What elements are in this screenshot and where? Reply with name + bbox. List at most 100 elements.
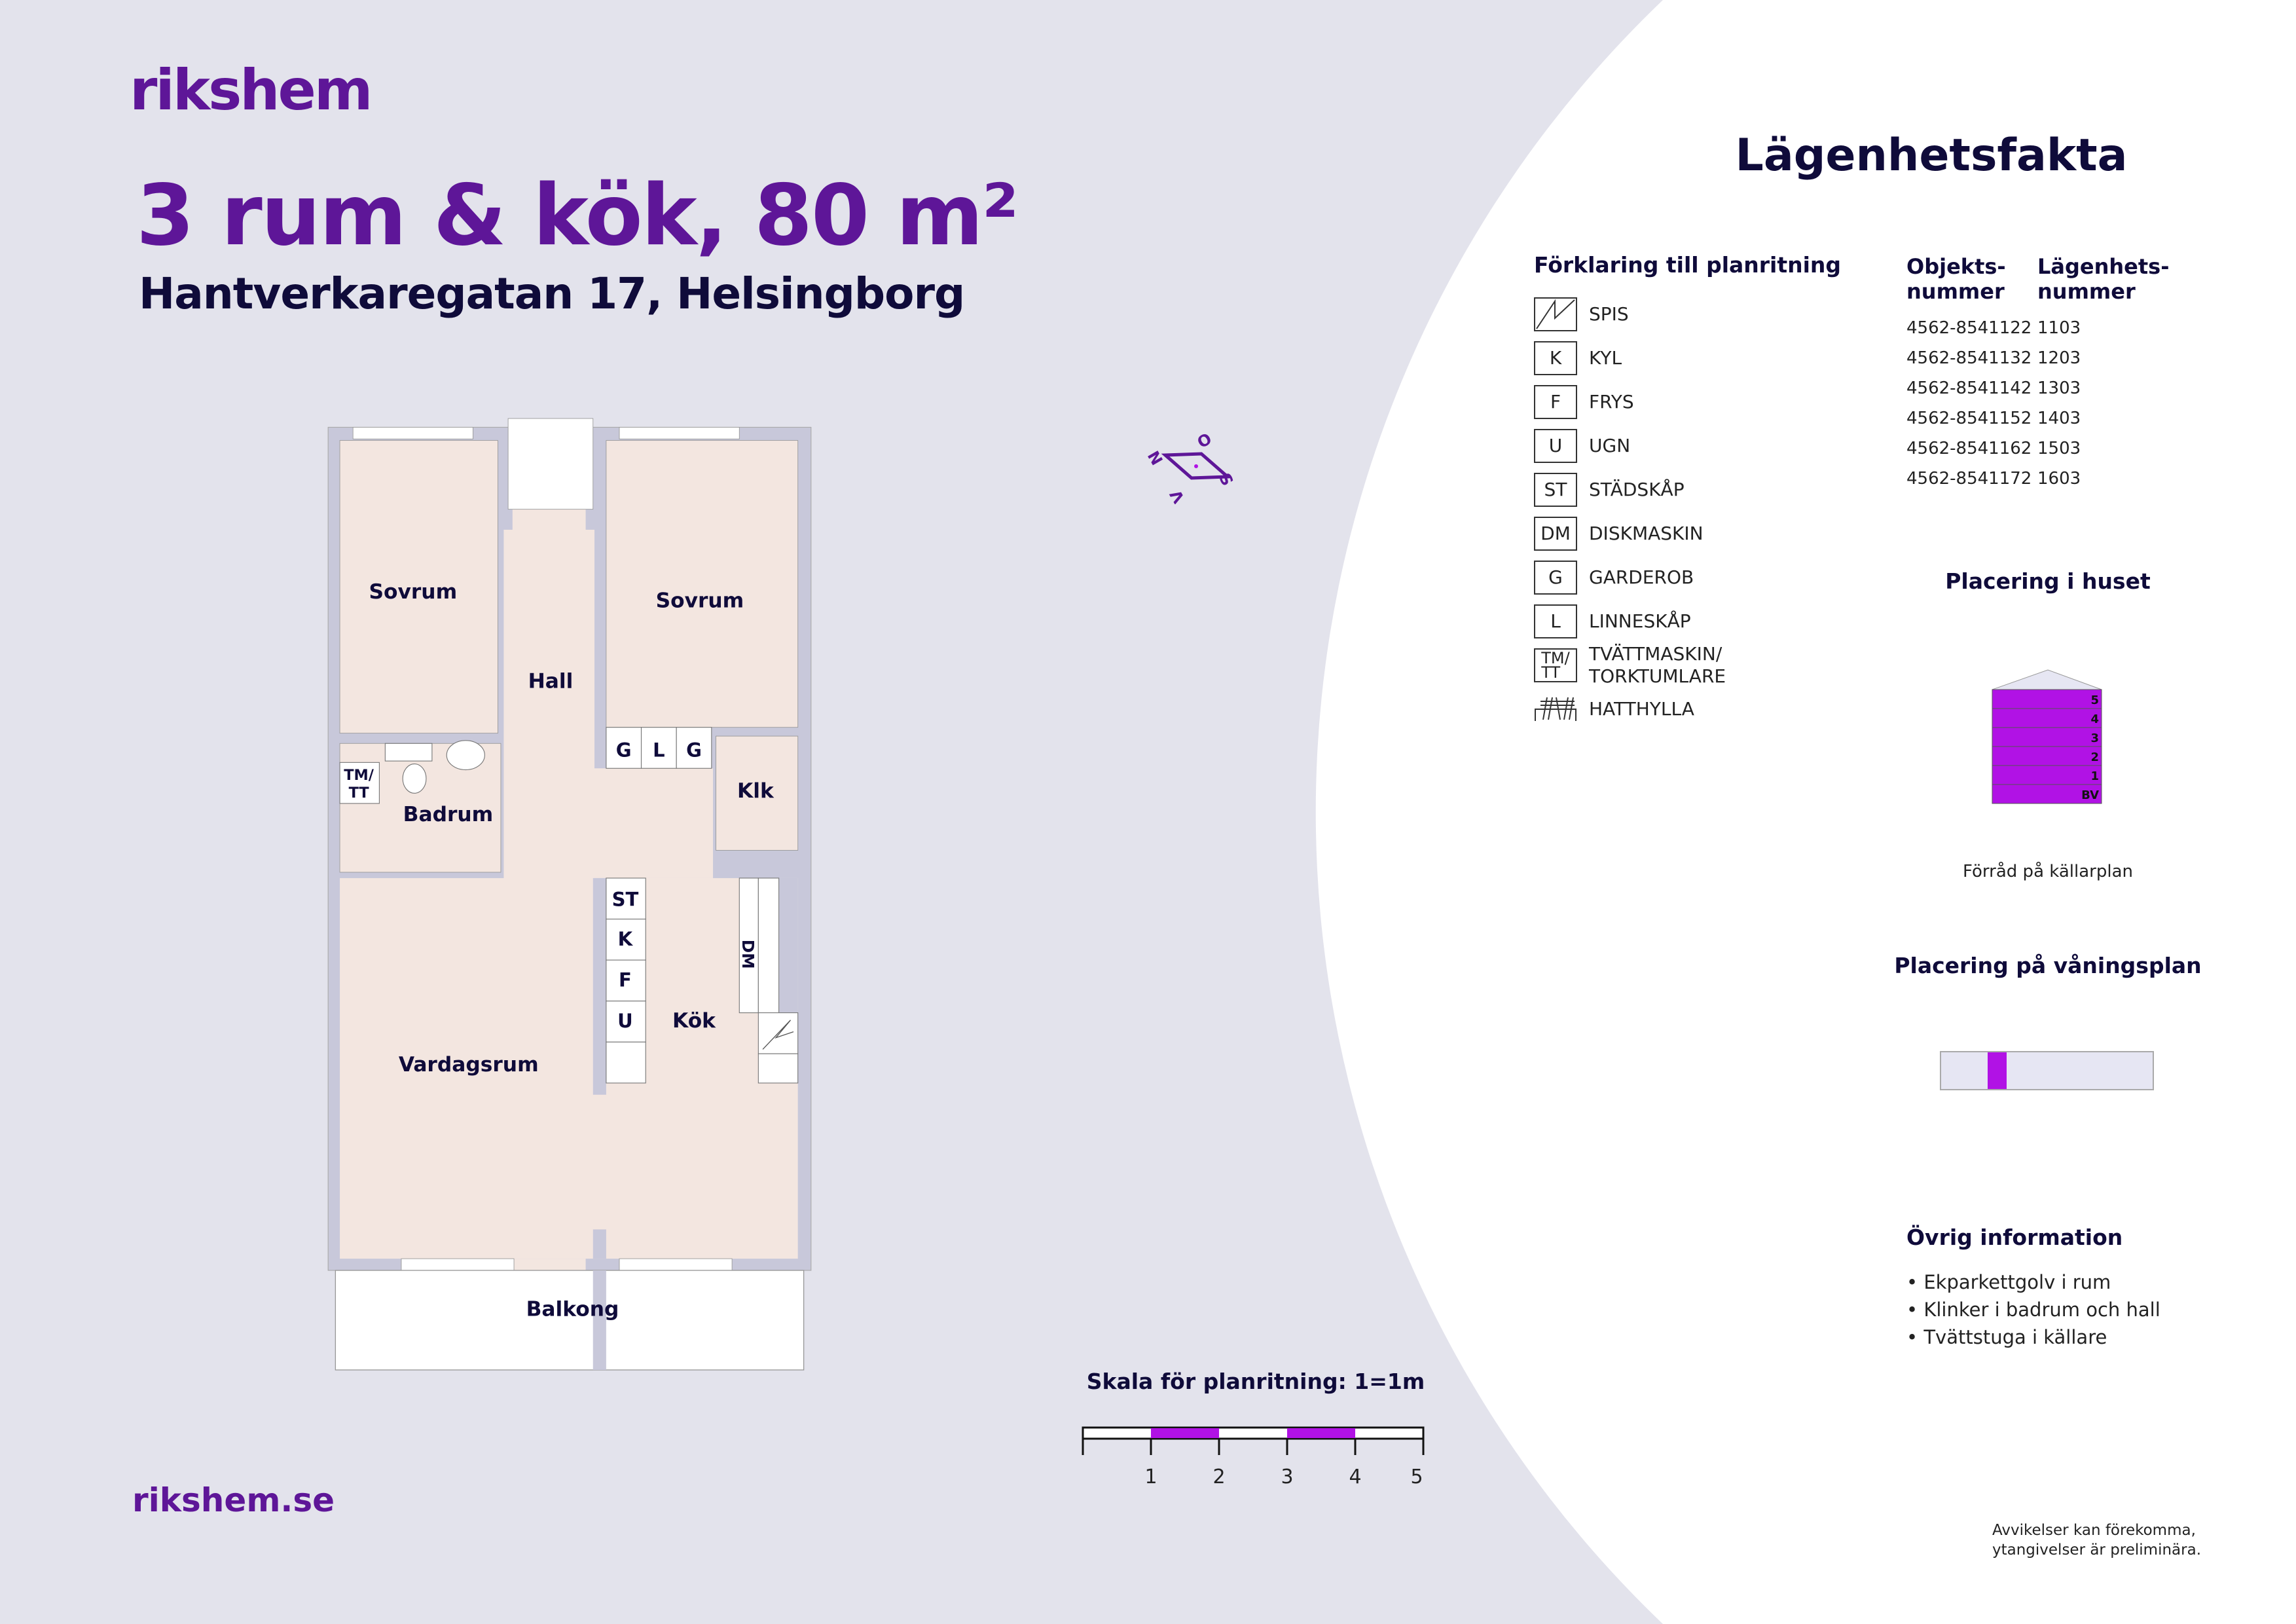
fixture-label: F: [619, 969, 632, 991]
fixture-label: K: [618, 928, 634, 950]
room-klk: [716, 735, 799, 851]
legend-label: HATTHYLLA: [1589, 697, 1694, 720]
floor-label: BV: [2081, 788, 2099, 802]
legend-symbol: K: [1534, 341, 1577, 375]
table-row: 4562-8541152 1403: [1906, 403, 2169, 434]
floor-label: 2: [2090, 750, 2099, 764]
column-header: Lägenhets- nummer: [2037, 254, 2170, 304]
legend-item: F FRYS: [1534, 380, 1841, 424]
legend-symbol: U: [1534, 428, 1577, 463]
apartment-number: 1503: [2037, 439, 2081, 458]
compass-icon: N O S V: [1144, 430, 1237, 504]
apartment-number: 1203: [2037, 348, 2081, 368]
scale-tick: 2: [1212, 1466, 1225, 1488]
room-label: Kök: [672, 1009, 716, 1033]
room-label: Hall: [528, 669, 574, 693]
legend-label: GARDEROB: [1589, 566, 1694, 588]
floor-position-marker: [1988, 1052, 2007, 1089]
legend-symbol: TM/ TT: [1534, 648, 1577, 682]
floor-label: 1: [2090, 769, 2099, 783]
info-item-text: Ekparkettgolv i rum: [1923, 1271, 2111, 1293]
scale-tick: 4: [1349, 1466, 1361, 1488]
legend-label: LINNESKÅP: [1589, 610, 1691, 632]
fixture-label: G: [616, 739, 632, 761]
floor-label: 3: [2090, 731, 2099, 745]
legend-item: DM DISKMASKIN: [1534, 511, 1841, 555]
disclaimer-line: Avvikelser kan förekomma,: [1992, 1522, 2196, 1539]
room-label: Sovrum: [369, 580, 457, 604]
legend-item: SPIS: [1534, 292, 1841, 336]
website-link[interactable]: rikshem.se: [132, 1481, 335, 1519]
scale-tick: 5: [1410, 1466, 1423, 1488]
other-info-title: Övrig information: [1906, 1225, 2123, 1250]
room-label: Vardagsrum: [399, 1053, 539, 1077]
disclaimer: Avvikelser kan förekomma, ytangivelser ä…: [1992, 1521, 2201, 1560]
legend-item: ST STÄDSKÅP: [1534, 468, 1841, 511]
hat-shelf-icon: [1534, 692, 1577, 726]
object-number: 4562-8541152: [1906, 409, 2032, 428]
info-item: • Tvättstuga i källare: [1906, 1326, 2107, 1348]
room-vardagsrum-kok: [340, 877, 798, 1259]
fixture-label: U: [617, 1010, 633, 1032]
other-info: Övrig information • Ekparkettgolv i rum …: [1906, 1225, 2160, 1351]
scale-title: Skala för planritning: 1=1m: [1086, 1369, 1425, 1394]
storage-note: Förråd på källarplan: [1963, 862, 2133, 881]
balcony: [335, 1270, 805, 1371]
stairwell: [507, 418, 594, 510]
floor-position-title: Placering på våningsplan: [1894, 953, 2202, 978]
legend-label: TVÄTTMASKIN/ TORKTUMLARE: [1589, 642, 1726, 687]
legend-label: FRYS: [1589, 390, 1634, 413]
info-item-text: Tvättstuga i källare: [1923, 1326, 2107, 1348]
room-label: Sovrum: [656, 589, 744, 612]
fixture-label: G: [686, 739, 702, 761]
legend-symbol: DM: [1534, 516, 1577, 551]
column-header: Objekts- nummer: [1906, 254, 2006, 304]
address: Hantverkaregatan 17, Helsingborg: [139, 268, 965, 319]
legend-symbol: F: [1534, 384, 1577, 419]
compass-v: V: [1166, 487, 1188, 504]
room-sovrum-right: [606, 440, 799, 728]
compass-s: S: [1216, 470, 1237, 489]
fixture-label: TM/: [344, 767, 374, 784]
legend-label: DISKMASKIN: [1589, 522, 1704, 544]
object-number: 4562-8541172: [1906, 469, 2032, 489]
compass-o: O: [1194, 430, 1215, 452]
apartment-number: 1403: [2037, 409, 2081, 428]
info-item: • Klinker i badrum och hall: [1906, 1299, 2160, 1321]
scale-tick: 3: [1281, 1466, 1293, 1488]
building-title: Placering i huset: [1945, 568, 2151, 594]
floor-position-bar: [1940, 1051, 2154, 1090]
object-number: 4562-8541122: [1906, 318, 2032, 338]
apartment-number: 1303: [2037, 378, 2081, 398]
object-number: 4562-8541142: [1906, 378, 2032, 398]
scale-tick: 1: [1144, 1466, 1157, 1488]
building-diagram: 5 4 3 2 1 BV: [1992, 669, 2102, 804]
legend-label: KYL: [1589, 346, 1622, 369]
compass-n: N: [1144, 448, 1166, 468]
fixture-label: TT: [349, 784, 370, 802]
fixture-label: DM: [738, 940, 757, 969]
legend-label: STÄDSKÅP: [1589, 478, 1685, 500]
legend-title: Förklaring till planritning: [1534, 252, 1842, 278]
legend-item: HATTHYLLA: [1534, 687, 1841, 731]
apartment-number: 1603: [2037, 469, 2081, 489]
legend-symbol: ST: [1534, 472, 1577, 507]
object-number: 4562-8541132: [1906, 348, 2032, 368]
legend-item: U UGN: [1534, 424, 1841, 468]
apartment-number-table: Objekts- nummer Lägenhets- nummer 4562-85…: [1906, 254, 2169, 494]
fixture-label: ST: [612, 888, 639, 910]
floor-label: 4: [2090, 712, 2099, 726]
facts-title: Lägenhetsfakta: [1735, 130, 2128, 181]
floor-label: 5: [2090, 693, 2099, 707]
info-item-text: Klinker i badrum och hall: [1923, 1299, 2160, 1321]
legend-item: TM/ TT TVÄTTMASKIN/ TORKTUMLARE: [1534, 643, 1841, 687]
room-label: Klk: [737, 779, 774, 803]
fixture-label: L: [653, 739, 665, 761]
legend-label: UGN: [1589, 434, 1631, 456]
